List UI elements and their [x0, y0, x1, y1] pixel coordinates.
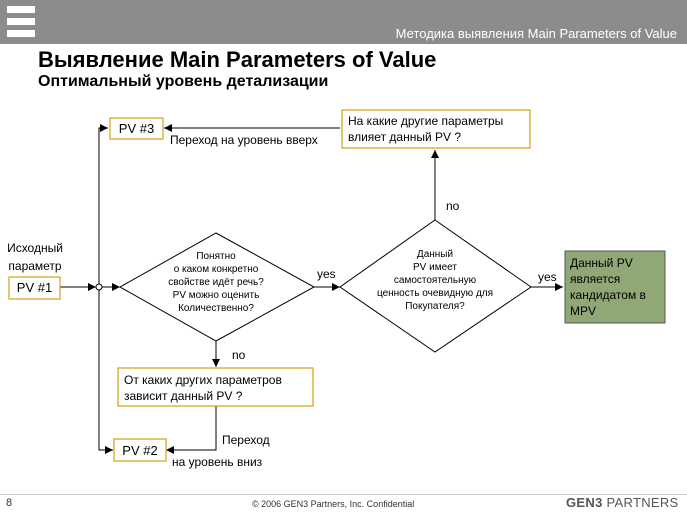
pv2-label: PV #2 — [122, 443, 157, 458]
question-down-box — [117, 367, 314, 407]
decision1-line: PV можно оценить — [173, 290, 260, 301]
slide-title: Выявление Main Parameters of Value — [38, 47, 437, 72]
header-bar: Методика выявления Main Parameters of Va… — [0, 0, 687, 44]
decision1-line: Количественно? — [178, 303, 254, 314]
footer-divider — [0, 494, 687, 495]
menu-stripe — [7, 6, 35, 13]
decision1-line: Понятно — [196, 251, 236, 262]
level-up-label: Переход на уровень вверх — [170, 133, 318, 147]
page-number: 8 — [6, 497, 13, 509]
yes-label-decision1: yes — [317, 267, 336, 281]
decision2-line: PV имеет — [413, 262, 457, 273]
pv1-label: PV #1 — [17, 280, 52, 295]
result-line: является — [570, 272, 620, 286]
no-label-decision1: no — [232, 348, 246, 362]
arrow-junction-to-pv3 — [98, 124, 108, 287]
question-down-line: зависит данный PV ? — [124, 389, 243, 403]
level-down-label-1: Переход — [222, 433, 270, 447]
decision2-line: ценность очевидную для — [377, 288, 493, 299]
no-label-decision2: no — [446, 199, 460, 213]
decision2-diamond — [339, 219, 532, 353]
decision2-line: Покупателя? — [405, 301, 465, 312]
decision1-line: о каком конкретно — [174, 264, 259, 275]
pv3-label: PV #3 — [119, 121, 154, 136]
question-up-line: влияет данный PV ? — [348, 130, 461, 144]
pv3-box — [109, 117, 164, 140]
decision1-diamond — [118, 232, 316, 342]
question-up-box — [341, 109, 531, 149]
logo-brand: GEN3 — [566, 495, 603, 510]
company-logo: GEN3 PARTNERS — [566, 495, 679, 510]
copyright-text: © 2006 GEN3 Partners, Inc. Confidential — [252, 499, 415, 509]
decision2-line: самостоятельную — [394, 275, 477, 286]
start-label-line2: параметр — [8, 259, 62, 273]
yes-label-decision2: yes — [538, 270, 557, 284]
menu-stripe — [7, 18, 35, 25]
question-down-line: От каких других параметров — [124, 373, 282, 387]
arrow-question-down-to-pv2 — [166, 406, 217, 454]
decision2-line: Данный — [417, 249, 453, 260]
decision1-line: свойстве идёт речь? — [168, 277, 264, 288]
level-down-label-2: на уровень вниз — [172, 455, 263, 469]
arrow-junction-to-pv2 — [98, 287, 113, 454]
result-line: кандидатом в — [570, 288, 646, 302]
decision2-text: Данный PV имеет самостоятельную ценность… — [377, 249, 493, 312]
start-label-line1: Исходный — [7, 241, 63, 255]
result-line: MPV — [570, 304, 596, 318]
pv2-box — [113, 438, 167, 462]
junction-node — [95, 283, 103, 291]
question-up-line: На какие другие параметры — [348, 114, 503, 128]
menu-stripe — [7, 30, 35, 37]
result-line: Данный PV — [570, 256, 633, 270]
pv1-box — [8, 276, 61, 300]
decision1-text: Понятно о каком конкретно свойстве идёт … — [168, 251, 264, 314]
slide-subtitle: Оптимальный уровень детализации — [38, 73, 329, 90]
result-box — [564, 250, 666, 324]
header-title: Методика выявления Main Parameters of Va… — [395, 26, 677, 41]
logo-text: PARTNERS — [602, 495, 679, 510]
